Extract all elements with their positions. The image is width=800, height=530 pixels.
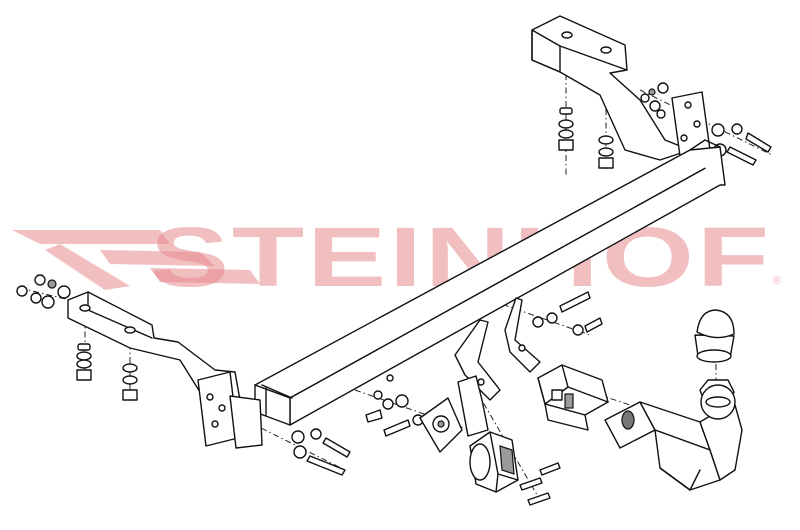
steinhof-watermark: STEINHOF ® (12, 210, 781, 304)
center-hanger-plates (454, 297, 541, 401)
left-mounting-bracket (67, 291, 263, 449)
tow-ball (699, 379, 736, 420)
right-mounting-bracket (531, 15, 711, 161)
registered-mark: ® (773, 275, 781, 287)
tow-ball-receiver (537, 364, 609, 431)
cross-beam (254, 139, 726, 426)
socket-screws (519, 462, 561, 506)
left-bracket-fasteners (16, 274, 351, 476)
right-side-nuts (640, 82, 669, 119)
tow-ball-arm (604, 401, 743, 491)
center-fasteners (365, 291, 603, 437)
right-bracket-fasteners (558, 82, 772, 169)
tow-ball-cap (694, 309, 735, 363)
left-top-nuts (16, 274, 71, 309)
left-bottom-bolts (291, 428, 351, 476)
socket-bracket (419, 375, 489, 453)
steinhof-logo-swoosh (12, 230, 260, 290)
electrical-socket (469, 431, 519, 493)
